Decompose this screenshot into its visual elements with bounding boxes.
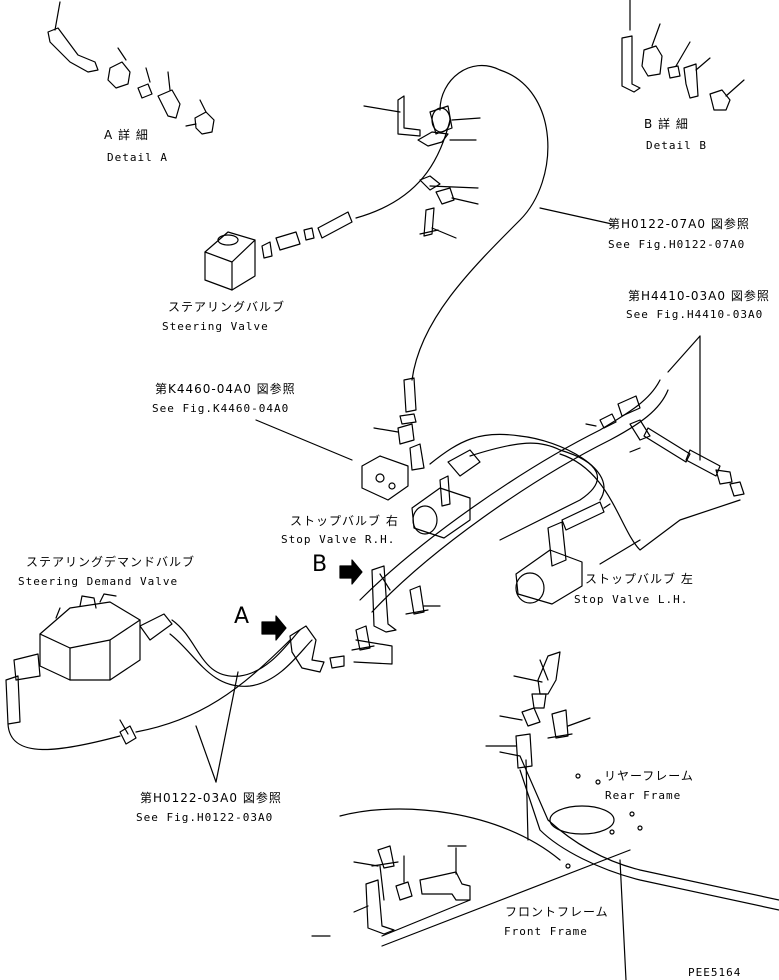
leader-lines bbox=[195, 207, 701, 783]
detail-a-title-jp: A 詳 細 bbox=[104, 128, 149, 142]
fig-h0122-03-ref-en: See Fig.H0122-03A0 bbox=[136, 811, 274, 824]
fig-k4460-ref-jp: 第K4460-04A0 図参照 bbox=[155, 382, 296, 396]
detail-b-drawing bbox=[621, 0, 745, 111]
frame-drawing bbox=[311, 651, 779, 980]
callout-a-letter: A bbox=[234, 604, 250, 629]
detail-b-title-jp: B 詳 細 bbox=[644, 117, 689, 131]
steering-valve-label-jp: ステアリングバルブ bbox=[168, 300, 286, 314]
steering-demand-valve-drawing bbox=[5, 593, 313, 751]
detail-a-drawing bbox=[47, 1, 215, 135]
rear-frame-label-jp: リヤーフレーム bbox=[604, 769, 694, 783]
callout-b-letter: B bbox=[312, 552, 328, 577]
callout-arrow-b bbox=[339, 559, 363, 585]
callout-arrow-a bbox=[261, 615, 287, 641]
rear-frame-label-en: Rear Frame bbox=[605, 789, 682, 802]
fig-h4410-ref-en: See Fig.H4410-03A0 bbox=[626, 308, 764, 321]
detail-a-title-en: Detail A bbox=[107, 151, 168, 164]
front-frame-label-en: Front Frame bbox=[504, 925, 588, 938]
steering-demand-valve-label-jp: ステアリングデマンドバルブ bbox=[26, 555, 196, 569]
steering-valve-drawing bbox=[204, 64, 549, 381]
fig-k4460-ref-en: See Fig.K4460-04A0 bbox=[152, 402, 290, 415]
stop-valve-lh-label-jp: ストップバルブ 左 bbox=[585, 572, 694, 586]
stop-valve-rh-label-en: Stop Valve R.H. bbox=[281, 533, 396, 546]
stop-valve-rh-label-jp: ストップバルブ 右 bbox=[290, 514, 399, 528]
steering-valve-label-en: Steering Valve bbox=[162, 320, 269, 333]
steering-demand-valve-label-en: Steering Demand Valve bbox=[18, 575, 179, 588]
drawing-code: PEE5164 bbox=[688, 966, 742, 979]
stop-valve-lh-label-en: Stop Valve L.H. bbox=[574, 593, 689, 606]
front-frame-label-jp: フロントフレーム bbox=[505, 905, 609, 919]
stop-valve-assembly bbox=[289, 377, 745, 673]
fig-h4410-ref-jp: 第H4410-03A0 図参照 bbox=[628, 289, 770, 303]
fig-h0122-03-ref-jp: 第H0122-03A0 図参照 bbox=[140, 791, 282, 805]
fig-h0122-07-ref-en: See Fig.H0122-07A0 bbox=[608, 238, 746, 251]
detail-b-title-en: Detail B bbox=[646, 139, 707, 152]
fig-h0122-07-ref-jp: 第H0122-07A0 図参照 bbox=[608, 217, 750, 231]
